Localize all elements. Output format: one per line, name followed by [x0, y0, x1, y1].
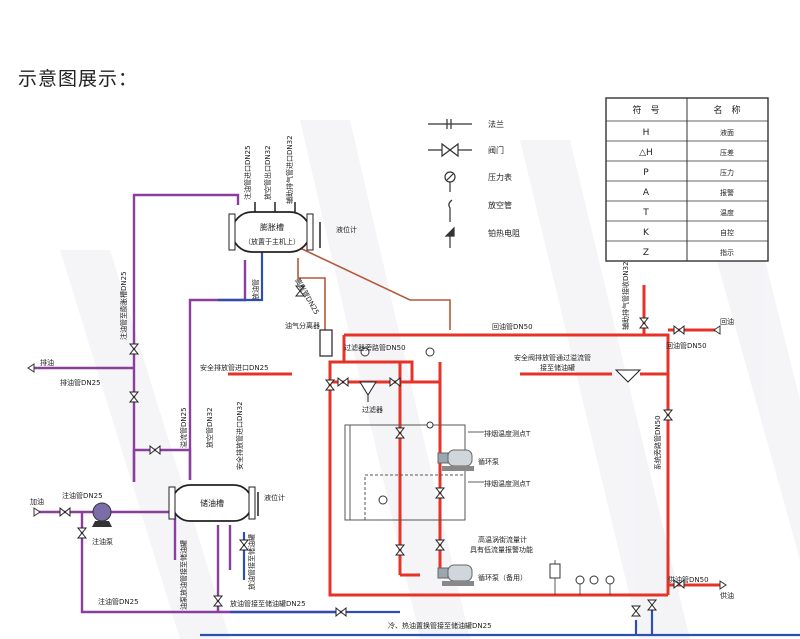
- storage-tank: 储油槽: [168, 484, 259, 522]
- expansion-tank-label: 膨胀槽: [260, 222, 284, 232]
- label-system-bypass: 系统旁路管DN50: [653, 415, 662, 470]
- label-fill-inlet-top: 注油管进口DN25: [243, 145, 252, 200]
- arrows: [27, 325, 727, 590]
- separator-label: 油气分离器: [285, 321, 320, 330]
- label-overflow: 溢流管DN25: [179, 407, 188, 448]
- expansion-tank-note: （放置于主机上）: [244, 237, 300, 246]
- fill-pump: [92, 502, 112, 527]
- table-row-symbol: T: [642, 208, 649, 218]
- label-drain-to-tank-v: 油泵放油管接至储油罐: [179, 540, 188, 610]
- label-cold-hot-replace: 冷、热油置换管接至储油罐DN25: [388, 621, 492, 630]
- table-row-symbol: K: [643, 228, 650, 238]
- label-safety-vent-inlet2: 安全排放管进口DN32: [235, 401, 244, 470]
- top-level-gauge-label: 液位计: [336, 225, 357, 234]
- table-row-name: 自控: [720, 228, 734, 237]
- symbol-table: 符 号 名 称 H 液面 △H 压差 P 压力 A 报警 T 温度 K 自控 Z…: [605, 97, 769, 262]
- flowmeter: [549, 563, 561, 579]
- table-row-name: 压差: [720, 148, 734, 157]
- pressure-gauges: [360, 347, 615, 585]
- backup-pump-label: 循环泵（备用）: [478, 573, 527, 582]
- storage-tank-label: 储油槽: [200, 498, 224, 508]
- legend-gauge-label: 压力表: [488, 172, 512, 182]
- table-row-name: 报警: [720, 188, 734, 197]
- label-aux-exhaust-inlet: 辅助排气管进口DN32: [285, 135, 294, 204]
- label-fill-to-tank: 注油管至膨胀槽DN25: [119, 271, 128, 340]
- table-row-symbol: Z: [643, 248, 649, 258]
- label-safety-valve-note: 安全阀排放管通过溢流管接至储油罐: [514, 353, 591, 372]
- label-drain-to-tank-v2: 放油管接至储油罐: [247, 534, 256, 590]
- table-row-symbol: H: [643, 128, 650, 138]
- bottom-level-gauge-label: 液位计: [264, 493, 285, 502]
- label-fill-in: 加油: [30, 497, 44, 506]
- label-vent-pipe: 放空管DN32: [205, 407, 214, 448]
- label-supply-pipe: 供油管DN50: [668, 575, 709, 584]
- valves: [59, 285, 685, 618]
- label-drain: 排油: [40, 358, 54, 367]
- oil-gas-separator: [319, 329, 333, 357]
- table-header-name: 名 称: [713, 104, 740, 116]
- circ-pump-label: 循环泵: [478, 457, 499, 466]
- label-aux-exhaust-pipe: 辅助排气管接收DN32: [621, 261, 630, 330]
- table-row-name: 温度: [720, 208, 734, 217]
- label-return-pipe: 回油管DN50: [492, 322, 533, 331]
- backup-circulation-pump: [437, 564, 474, 586]
- pt-resistor-symbol: [444, 226, 455, 248]
- pressure-gauge-symbol: [444, 171, 456, 192]
- background-stripes: [60, 120, 800, 639]
- valve-symbol: [428, 142, 472, 158]
- table-row-name: 指示: [720, 248, 734, 257]
- filter-label: 过滤器: [362, 405, 383, 414]
- filter: [359, 381, 377, 402]
- flange-symbol: [428, 119, 472, 129]
- label-fill-pipe-bottom: 注油管DN25: [98, 597, 139, 606]
- brown-pipes: [297, 247, 451, 330]
- label-fill-pipe: 注油管DN25: [62, 491, 103, 500]
- vent-pipe-symbol: [448, 199, 453, 222]
- expansion-tank: 膨胀槽 （放置于主机上）: [228, 202, 321, 253]
- legend-flange-label: 法兰: [488, 119, 504, 129]
- label-safety-vent-inlet: 安全排放管进口DN25: [200, 363, 269, 372]
- flowmeter-label: 高温涡街流量计具有低流量报警功能: [470, 535, 533, 554]
- table-header-symbol: 符 号: [632, 104, 659, 116]
- legend-vent-label: 放空管: [488, 200, 512, 210]
- page-title: 示意图展示：: [18, 68, 139, 90]
- table-row-name: 压力: [720, 168, 734, 177]
- legend: [428, 119, 472, 248]
- fill-pump-label: 注油泵: [92, 537, 113, 546]
- label-drain-to-tank-h: 放油管接至储油罐DN25: [230, 599, 306, 608]
- label-return-pipe-right: 回油管DN50: [666, 341, 707, 350]
- table-row-symbol: A: [643, 188, 650, 198]
- table-row-name: 液面: [720, 128, 734, 137]
- legend-valve-label: 阀门: [488, 145, 504, 155]
- red-pipes: [228, 285, 720, 597]
- table-row-symbol: P: [643, 168, 649, 178]
- label-drain-pipe: 排油管DN25: [60, 378, 101, 387]
- circulation-pump: [437, 449, 474, 471]
- label-return-oil: 回油: [720, 317, 734, 326]
- legend-resistor-label: 铂热电阻: [488, 228, 520, 238]
- table-row-symbol: △H: [639, 148, 653, 158]
- label-vent-outlet: 放空管出口DN32: [263, 145, 272, 200]
- label-tank-drain: 放油管: [251, 279, 260, 300]
- label-filter-bypass: 过滤器旁路管DN50: [344, 343, 406, 352]
- legend-labels: 法兰 阀门 压力表 放空管 铂热电阻: [488, 119, 520, 238]
- heater-box: [344, 424, 466, 521]
- label-flue-temp-1: 排烟温度测点T: [484, 429, 531, 438]
- label-flue-temp-2: 排烟温度测点T: [484, 479, 531, 488]
- label-supply-oil: 供油: [720, 591, 734, 600]
